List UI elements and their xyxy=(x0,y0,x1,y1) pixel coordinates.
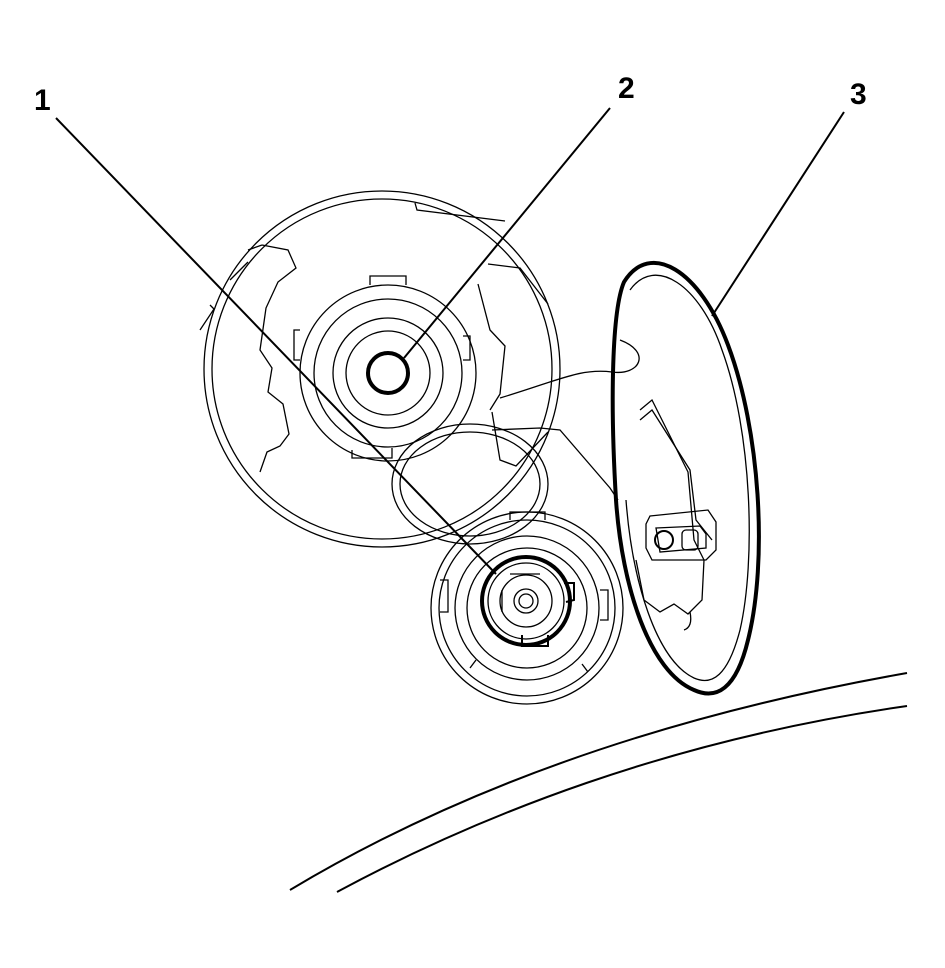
lower-actuator-disc xyxy=(430,511,624,705)
retainer-ring xyxy=(480,555,575,647)
large-housing-disc xyxy=(199,190,561,548)
fuel-filler-door xyxy=(610,261,761,696)
center-pivot-ring xyxy=(366,351,410,395)
callout-leaders xyxy=(55,107,845,575)
callout-leader-2 xyxy=(403,107,611,359)
callout-label-3: 3 xyxy=(850,78,867,111)
callout-leader-1 xyxy=(55,117,497,575)
body-panel-contour xyxy=(289,672,908,893)
callout-label-1: 1 xyxy=(34,84,51,117)
hinge-arm xyxy=(391,339,713,545)
callout-label-2: 2 xyxy=(618,72,635,105)
callout-leader-3 xyxy=(711,111,845,317)
